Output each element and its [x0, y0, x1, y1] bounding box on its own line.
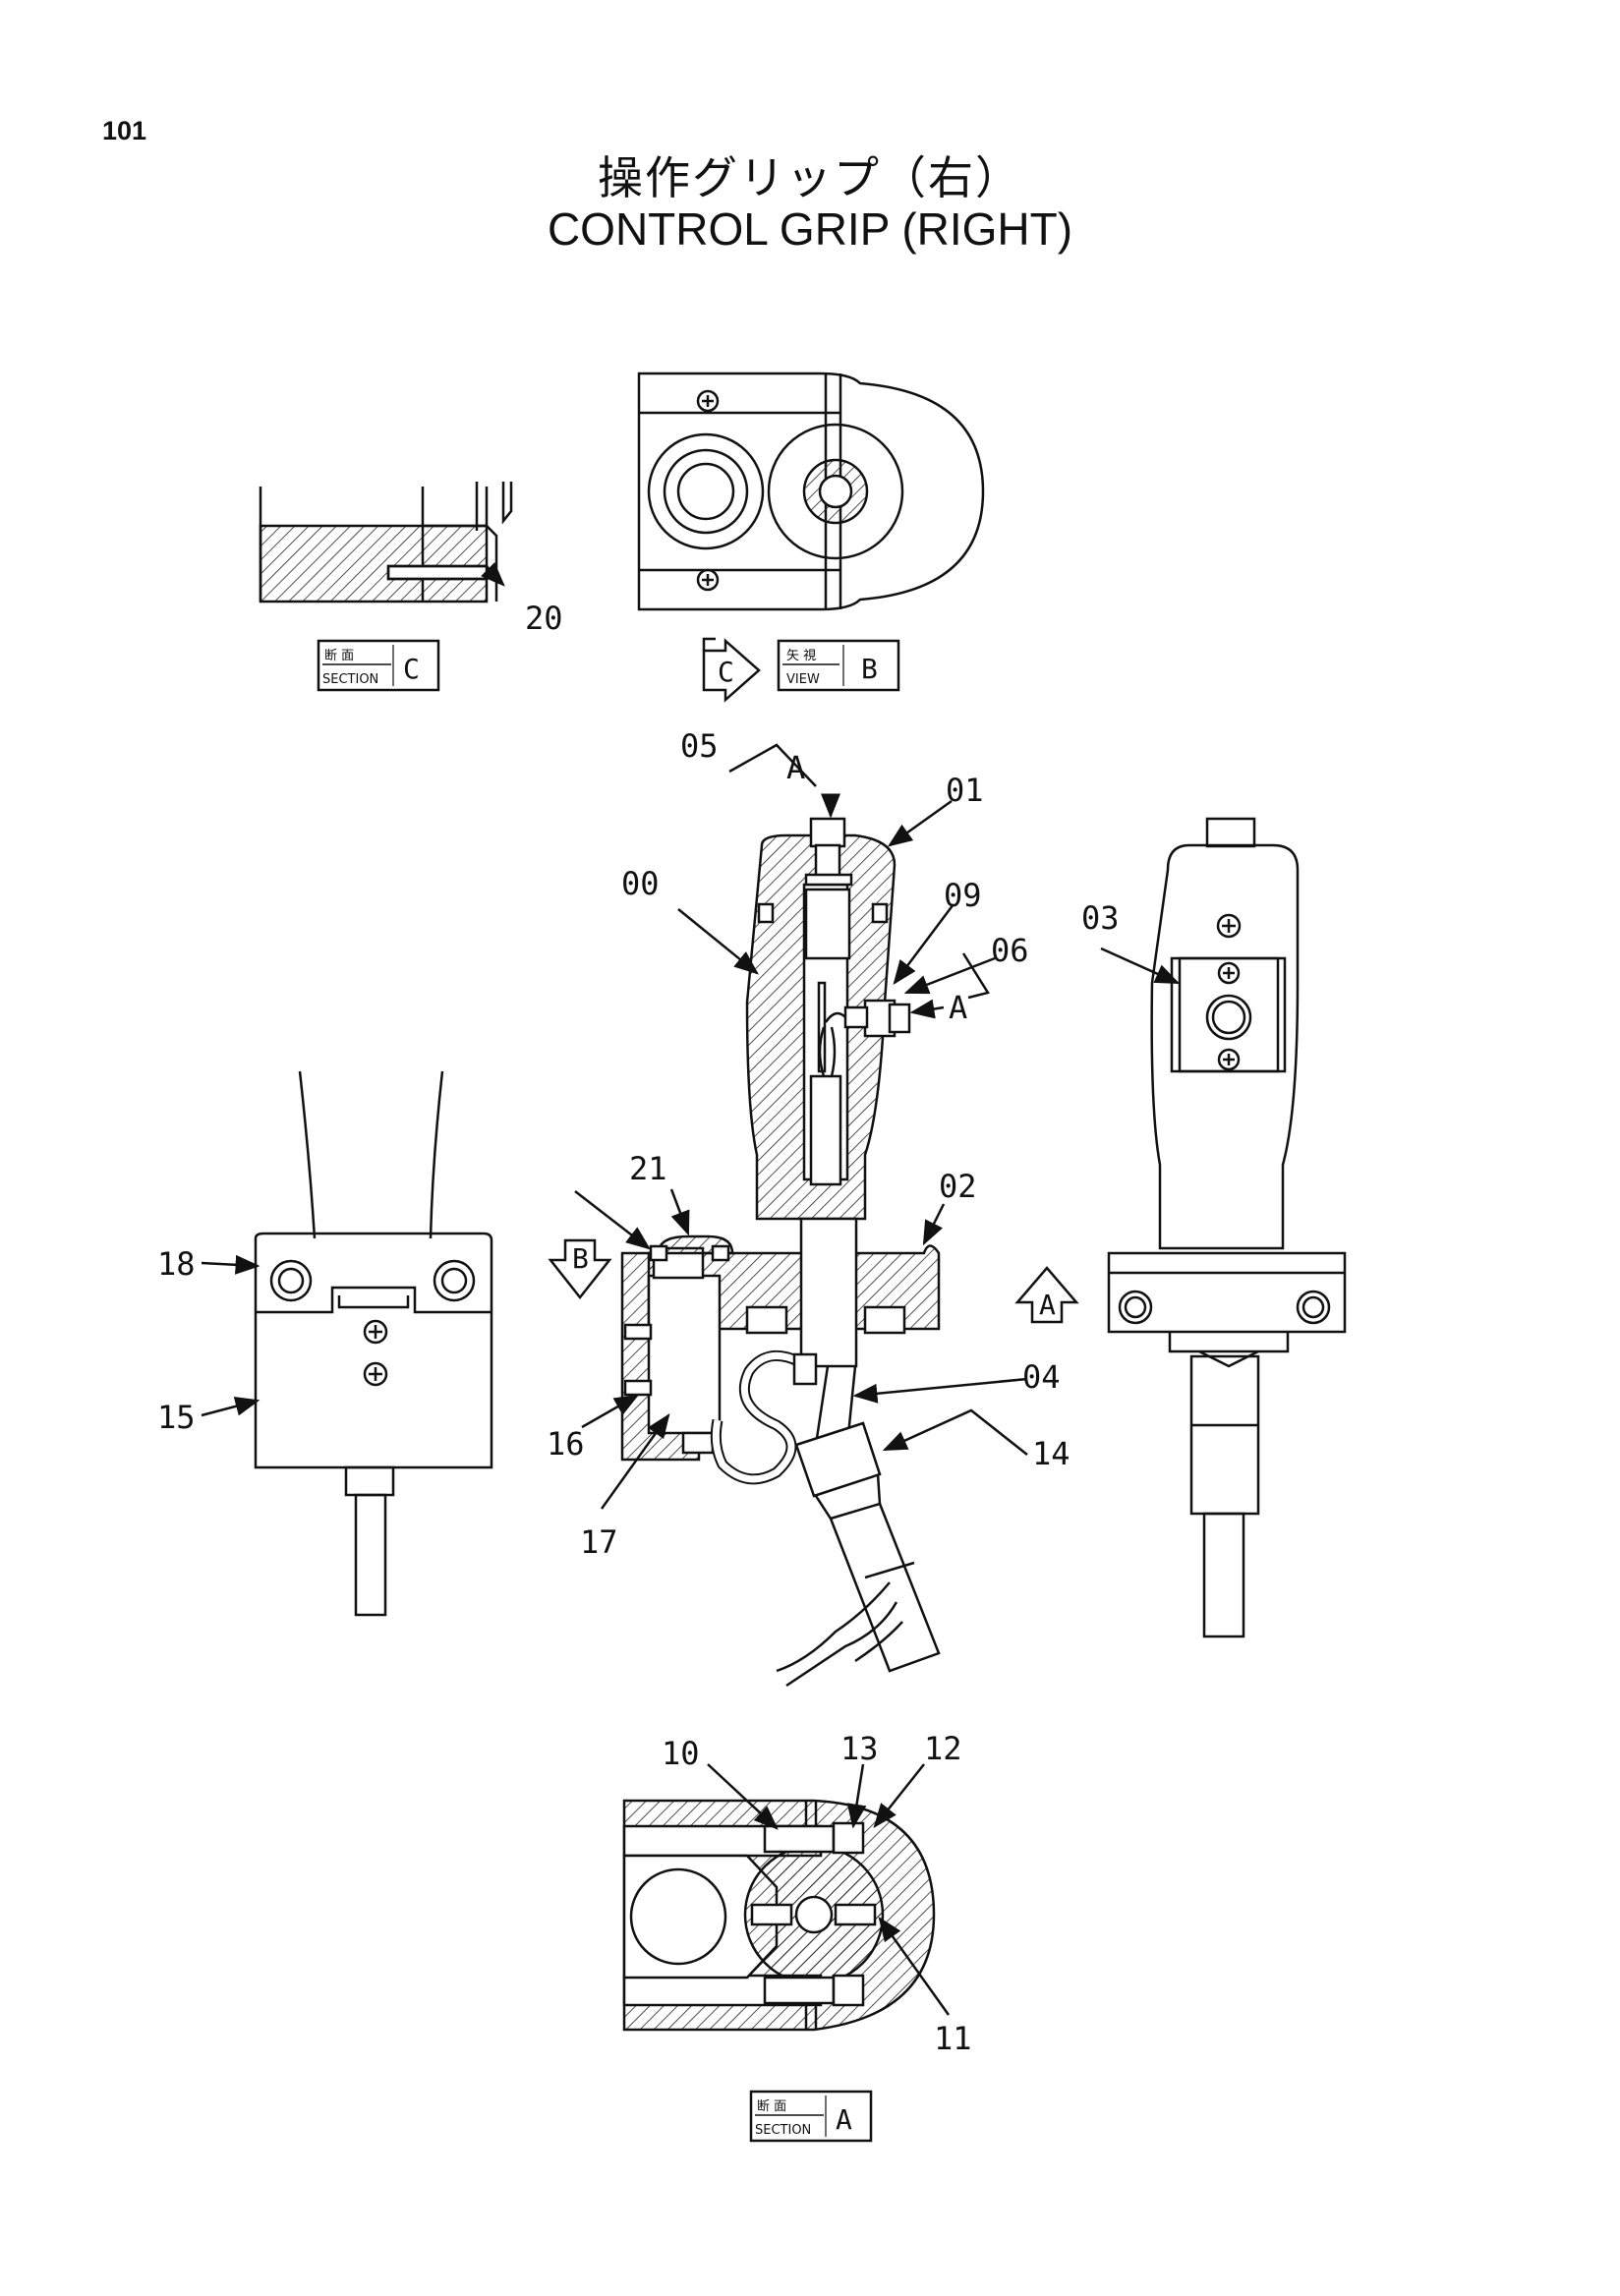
view-b-drawing [637, 372, 985, 611]
callout-12: 12 [924, 1730, 962, 1767]
callout-00: 00 [621, 865, 660, 902]
callout-14: 14 [1032, 1435, 1070, 1472]
section-a-arrow-side [909, 999, 945, 1019]
section-a-letter: A [836, 2103, 852, 2136]
view-b-letter: B [861, 653, 878, 685]
leader-15 [201, 1397, 260, 1417]
callout-20: 21 [629, 1150, 667, 1187]
view-b-word: VIEW [786, 672, 820, 687]
callout-17: 17 [580, 1523, 618, 1561]
grip-main-section [620, 817, 941, 1688]
main-leader-lines [574, 799, 1028, 1510]
callout-labels: 00 01 02 03 04 05 06 09 10 11 12 13 14 1… [157, 727, 1120, 2057]
view-b-arrow-marker [548, 1238, 612, 1300]
section-c-word: SECTION [322, 672, 378, 687]
title-english: CONTROL GRIP (RIGHT) [547, 203, 1073, 255]
view-b-kanji: 矢 視 [786, 649, 816, 663]
grip-back-view [254, 1070, 493, 1617]
callout-01: 01 [946, 772, 984, 809]
callout-09: 09 [944, 877, 982, 914]
callout-18: 18 [157, 1245, 196, 1283]
callout-02: 02 [939, 1168, 977, 1205]
section-c-view [259, 482, 513, 603]
grip-side-view [1107, 817, 1347, 1638]
section-a-bracket-top [728, 743, 817, 787]
leader-03 [1100, 947, 1181, 985]
callout-15: 15 [157, 1399, 196, 1436]
section-c-kanji: 断 面 [324, 649, 354, 663]
callout-19: 20 [525, 600, 563, 637]
arrow-a-side-letter: A [949, 989, 967, 1026]
callout-16: 16 [547, 1425, 585, 1463]
section-a-tag [749, 2090, 873, 2143]
section-c-tag [317, 639, 440, 692]
section-a-kanji: 断 面 [757, 2099, 786, 2114]
arrow-a-letter: A [1039, 1289, 1056, 1321]
callout-10: 10 [662, 1735, 700, 1772]
callout-03: 03 [1081, 899, 1120, 937]
callout-05: 05 [680, 727, 719, 765]
title-japanese: 操作グリップ（右） [598, 151, 1022, 204]
callout-11: 11 [934, 2020, 972, 2057]
arrow-c-letter: C [718, 656, 734, 688]
callout-04: 04 [1022, 1358, 1061, 1396]
section-c-letter: C [403, 653, 420, 685]
section-a-arrow-marker [1014, 1266, 1079, 1324]
arrow-b-letter: B [572, 1242, 589, 1275]
arrow-a-top-letter: A [786, 749, 805, 786]
section-a-word: SECTION [755, 2123, 811, 2138]
callout-06: 06 [991, 932, 1029, 969]
leader-18 [201, 1254, 260, 1275]
section-a-view [622, 1799, 936, 2032]
view-b-tag [777, 639, 900, 692]
callout-13: 13 [840, 1730, 879, 1767]
page-number: 101 [102, 116, 147, 145]
view-c-arrow-marker [702, 637, 761, 703]
section-a-leader-lines [707, 1763, 951, 2016]
